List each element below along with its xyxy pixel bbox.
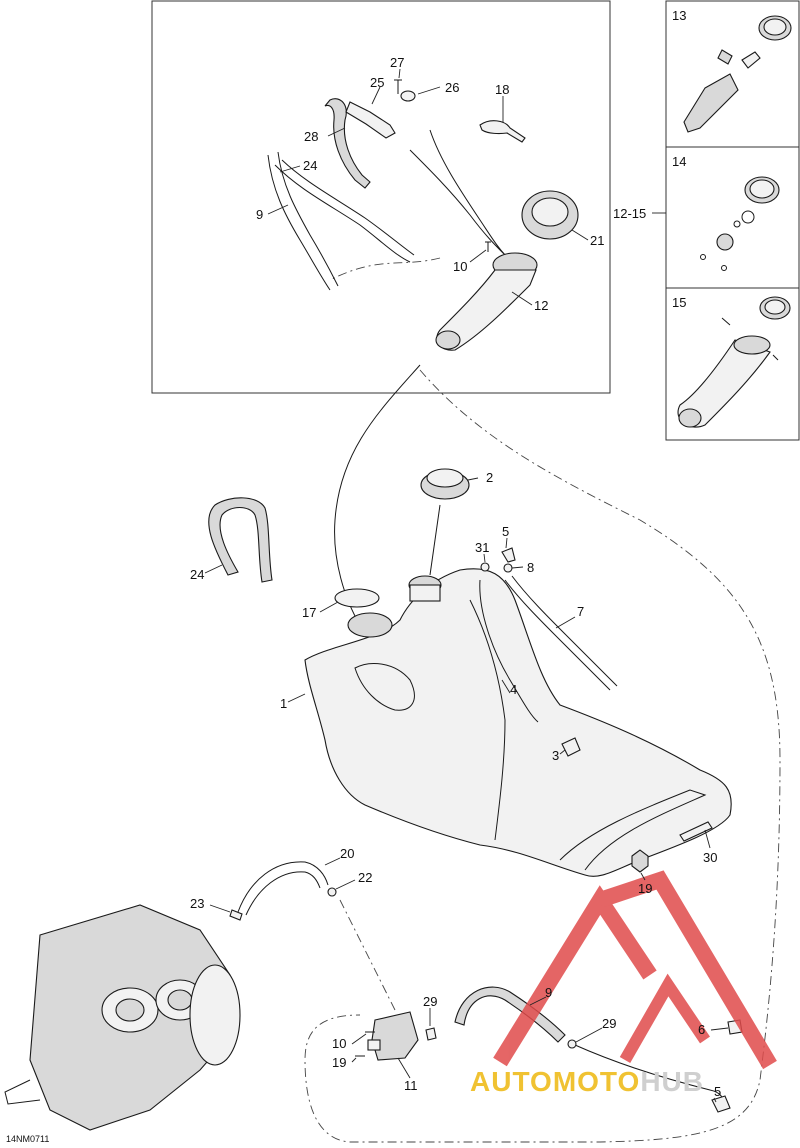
callout-2: 2 xyxy=(486,470,493,485)
fitting-23 xyxy=(229,909,243,921)
callout-9-lower: 9 xyxy=(545,985,552,1000)
callout-9-inset: 9 xyxy=(256,207,263,222)
tie-strap-18 xyxy=(479,120,526,143)
callout-10-lower: 10 xyxy=(332,1036,346,1051)
callout-5-bottom: 5 xyxy=(714,1084,721,1099)
clamp-26 xyxy=(400,90,416,102)
clamp-29-right xyxy=(567,1039,577,1049)
callout-18: 18 xyxy=(495,82,509,97)
gasket-17 xyxy=(334,588,380,608)
callout-28: 28 xyxy=(304,129,318,144)
callout-19-lower: 19 xyxy=(332,1055,346,1070)
callout-7: 7 xyxy=(577,604,584,619)
callout-21: 21 xyxy=(590,233,604,248)
hose-9-inset xyxy=(267,151,339,291)
lock-ring-21 xyxy=(521,190,579,240)
dashed-lower xyxy=(339,899,396,1011)
callout-29-right: 29 xyxy=(602,1016,616,1031)
tank-cap-2 xyxy=(420,468,470,500)
engine-assembly xyxy=(4,904,241,1131)
hose-24-main xyxy=(208,497,273,583)
fitting-22 xyxy=(327,887,337,897)
automotohub-watermark: AUTOMOTOHUB xyxy=(470,1066,704,1098)
fuel-valve-11 xyxy=(367,1011,419,1061)
clamp-29-left xyxy=(425,1027,437,1041)
inset-to-tank-line xyxy=(334,364,421,626)
pump-body-kit-15 xyxy=(677,296,791,428)
callout-8: 8 xyxy=(527,560,534,575)
fitting-25 xyxy=(345,101,396,139)
elbow-5-top xyxy=(501,547,516,563)
fuel-pump-12 xyxy=(435,252,538,351)
screw-27 xyxy=(394,79,402,94)
hose-4 xyxy=(479,579,539,723)
callout-11: 11 xyxy=(404,1078,418,1093)
callout-26: 26 xyxy=(445,80,459,95)
leader-lines xyxy=(204,68,729,1103)
pump-opening xyxy=(347,612,393,638)
vent-hose-7 xyxy=(504,575,618,691)
callout-17: 17 xyxy=(302,605,316,620)
callout-15: 15 xyxy=(672,295,686,310)
callout-10-inset: 10 xyxy=(453,259,467,274)
callout-3: 3 xyxy=(552,748,559,763)
watermark-part2: HUB xyxy=(640,1066,704,1097)
connector-3 xyxy=(561,737,581,757)
callout-30: 30 xyxy=(703,850,717,865)
routing-dashed-line xyxy=(304,257,781,1143)
callout-24-inset: 24 xyxy=(303,158,317,173)
seal-kit-14 xyxy=(700,176,780,271)
wire-harness xyxy=(409,129,509,259)
automotohub-logo xyxy=(493,870,777,1070)
callout-27: 27 xyxy=(390,55,404,70)
bolt-30 xyxy=(679,821,713,842)
diagram-code: 14NM0711 xyxy=(6,1134,50,1144)
callout-12: 12 xyxy=(534,298,548,313)
callout-6: 6 xyxy=(698,1022,705,1037)
elbow-5-bottom xyxy=(711,1095,731,1113)
hose-24-inset xyxy=(274,159,415,263)
screw-10-inset xyxy=(485,241,491,252)
kit-15-frame xyxy=(665,287,800,441)
callout-12-15: 12-15 xyxy=(613,206,646,221)
fuel-tank-1 xyxy=(304,568,732,877)
fuel-pump-inset-frame xyxy=(151,0,611,394)
watermark-part1: AUTOMOTO xyxy=(470,1066,641,1097)
callout-25: 25 xyxy=(370,75,384,90)
clamp-8 xyxy=(503,563,513,573)
callout-5-top: 5 xyxy=(502,524,509,539)
callout-19-top: 19 xyxy=(638,881,652,896)
fitting-31 xyxy=(480,562,490,572)
callout-31: 31 xyxy=(475,540,489,555)
nut-19-top xyxy=(631,849,649,873)
filter-kit-13 xyxy=(683,15,792,133)
callout-1: 1 xyxy=(280,696,287,711)
hose-9-lower xyxy=(454,986,566,1043)
callout-24-main: 24 xyxy=(190,567,204,582)
callout-4: 4 xyxy=(510,682,517,697)
callout-14: 14 xyxy=(672,154,686,169)
callout-22: 22 xyxy=(358,870,372,885)
callout-23: 23 xyxy=(190,896,204,911)
hose-20 xyxy=(237,861,329,916)
callout-29-left: 29 xyxy=(423,994,437,1009)
cap-centerline xyxy=(429,504,441,576)
callout-13: 13 xyxy=(672,8,686,23)
callout-20: 20 xyxy=(340,846,354,861)
filler-neck xyxy=(408,575,442,602)
